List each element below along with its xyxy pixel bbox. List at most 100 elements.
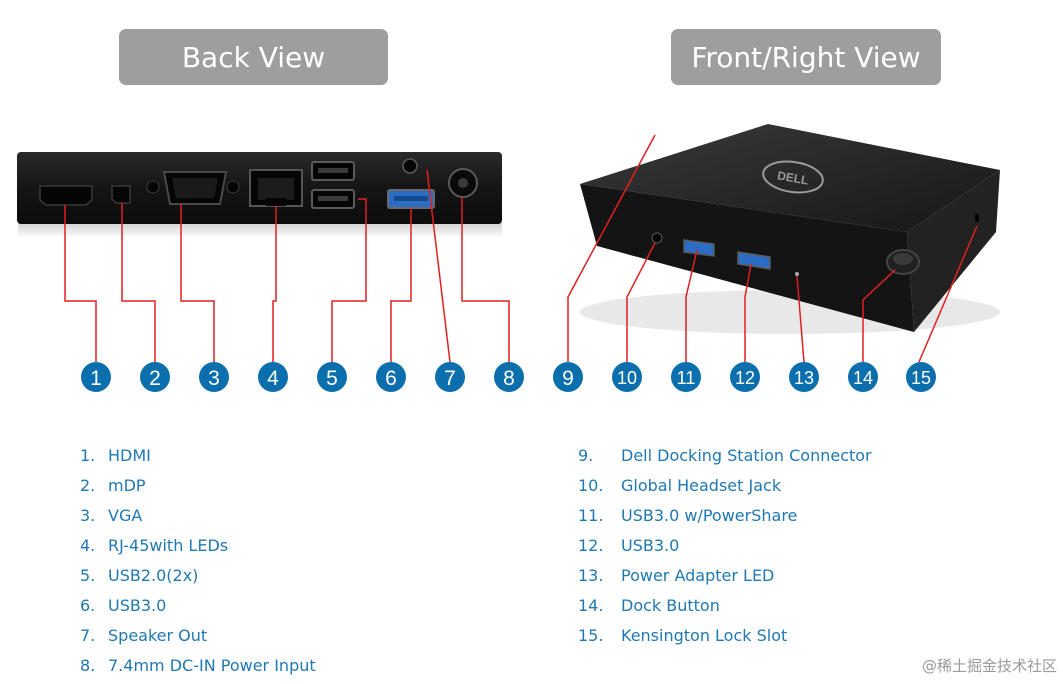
callout-2-label: 2 <box>149 367 161 390</box>
leader-line-11 <box>685 249 698 362</box>
leader-line-8 <box>461 197 510 362</box>
callout-1-label: 1 <box>90 367 102 390</box>
legend-label: Speaker Out <box>108 625 208 645</box>
legend-label: USB3.0 <box>621 535 680 555</box>
legend-item: 6. USB3.0 <box>80 590 316 620</box>
dell-logo-text: DELL <box>776 168 809 187</box>
legend-number: 3. <box>80 505 96 525</box>
leader-line-12 <box>744 263 752 362</box>
legend-label: HDMI <box>108 445 151 465</box>
callout-10: 10 <box>612 362 642 392</box>
legend-number: 5. <box>80 565 96 585</box>
legend-label: mDP <box>108 475 146 495</box>
legend-number: 8. <box>80 655 96 675</box>
callout-7: 7 <box>435 362 465 392</box>
leader-line-10 <box>626 242 656 362</box>
power-led-icon <box>795 272 799 276</box>
callout-12: 12 <box>730 362 760 392</box>
legend-label: RJ-45with LEDs <box>108 535 229 555</box>
leader-line-3 <box>180 204 215 362</box>
legend-item: 5. USB2.0(2x) <box>80 560 316 590</box>
back-view-device <box>17 152 502 238</box>
leader-line-7 <box>426 169 451 363</box>
legend-item: 1. HDMI <box>80 440 316 470</box>
legend-item: 12. USB3.0 <box>578 530 872 560</box>
callout-8-label: 8 <box>503 367 515 390</box>
callout-13: 13 <box>789 362 819 392</box>
leader-line-13 <box>796 275 805 363</box>
callout-2: 2 <box>140 362 170 392</box>
legend-number: 1. <box>80 445 96 465</box>
legend-item: 15.Kensington Lock Slot <box>578 620 872 650</box>
front-device-side-face <box>907 170 1000 332</box>
legend-label: USB2.0(2x) <box>108 565 199 585</box>
legend-number: 2. <box>80 475 96 495</box>
legend-label: Dell Docking Station Connector <box>621 445 872 465</box>
callout-8: 8 <box>494 362 524 392</box>
callout-markers: 1 2 3 4 5 6 7 8 9 10 11 12 13 14 15 <box>81 362 936 392</box>
legend-number: 9. <box>578 445 594 465</box>
callout-6: 6 <box>376 362 406 392</box>
legend-label: USB3.0 <box>108 595 167 615</box>
dell-logo-icon <box>762 160 824 194</box>
legend-number: 14. <box>578 595 604 615</box>
kensington-slot-icon <box>975 214 979 222</box>
legend-label: USB3.0 w/PowerShare <box>621 505 798 525</box>
legend-item: 3. VGA <box>80 500 316 530</box>
leader-line-9 <box>567 134 656 362</box>
front-view-header: Front/Right View <box>671 29 941 85</box>
callout-11: 11 <box>671 362 701 392</box>
legend-number: 7. <box>80 625 96 645</box>
back-view-title: Back View <box>181 40 326 74</box>
legend-label: VGA <box>108 505 143 525</box>
leader-line-4 <box>272 206 277 362</box>
legend-number: 11. <box>578 505 604 525</box>
legend-item: 9. Dell Docking Station Connector <box>578 440 872 470</box>
leader-line-1 <box>64 205 97 362</box>
callout-3: 3 <box>199 362 229 392</box>
callout-1: 1 <box>81 362 111 392</box>
mdp-port-icon <box>111 185 131 204</box>
leader-line-6 <box>390 208 412 362</box>
watermark: @稀土掘金技术社区 <box>921 657 1057 675</box>
leader-line-15 <box>918 225 978 363</box>
legend-item: 4. RJ-45with LEDs <box>80 530 316 560</box>
callout-13-label: 13 <box>794 368 814 388</box>
legend-label: Global Headset Jack <box>621 475 782 495</box>
legend-item: 13. Power Adapter LED <box>578 560 872 590</box>
callout-5: 5 <box>317 362 347 392</box>
usb2-port-bottom-icon <box>311 189 355 209</box>
legend-label: Power Adapter LED <box>621 565 775 585</box>
callout-9-label: 9 <box>562 367 574 390</box>
usb3-powershare-port-icon <box>683 239 715 257</box>
callout-14: 14 <box>848 362 878 392</box>
legend-number: 4. <box>80 535 96 555</box>
leader-lines <box>64 134 978 363</box>
dc-in-port-icon <box>448 168 478 198</box>
back-device-shadow <box>18 222 502 238</box>
back-view-header: Back View <box>119 29 388 85</box>
legend-number: 10. <box>578 475 604 495</box>
legend-number: 6. <box>80 595 96 615</box>
legend-item: 8.7.4mm DC-IN Power Input <box>80 650 316 680</box>
callout-15-label: 15 <box>911 368 931 388</box>
callout-11-label: 11 <box>677 368 696 388</box>
leader-line-2 <box>121 203 156 362</box>
legend-item: 14.Dock Button <box>578 590 872 620</box>
legend-front-ports: 9. Dell Docking Station Connector 10. Glob… <box>578 440 872 650</box>
legend-number: 13. <box>578 565 604 585</box>
callout-6-label: 6 <box>385 367 397 390</box>
usb2-port-top-icon <box>311 161 355 181</box>
usb3-port-back-icon <box>387 189 435 209</box>
legend-item: 11. USB3.0 w/PowerShare <box>578 500 872 530</box>
callout-10-label: 10 <box>617 368 637 388</box>
legend-item: 7. Speaker Out <box>80 620 316 650</box>
legend-number: 15. <box>578 625 604 645</box>
vga-port-icon <box>162 171 228 205</box>
callout-7-label: 7 <box>444 367 456 390</box>
callout-4: 4 <box>258 362 288 392</box>
legend-number: 12. <box>578 535 604 555</box>
leader-line-14 <box>862 269 896 362</box>
front-view-device: DELL <box>580 124 1000 334</box>
